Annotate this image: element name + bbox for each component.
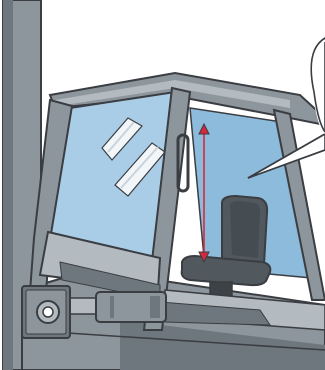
mast-mount-bracket (22, 286, 70, 338)
